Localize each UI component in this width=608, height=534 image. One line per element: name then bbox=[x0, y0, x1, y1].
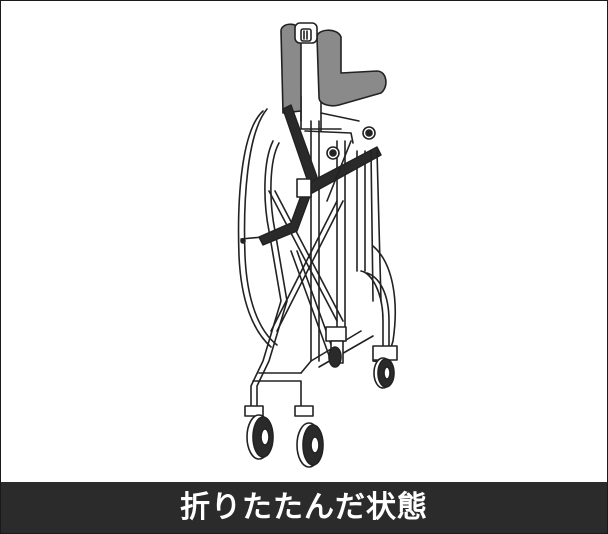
handle-grip-left bbox=[280, 23, 302, 114]
caster-front-left bbox=[244, 405, 274, 460]
caster-rear bbox=[372, 345, 398, 389]
figure-caption: 折りたたんだ状態 bbox=[180, 489, 428, 525]
caption-bar: 折りたたんだ状態 bbox=[1, 482, 607, 533]
folded-walker-illustration bbox=[1, 1, 607, 482]
caster-middle bbox=[328, 346, 342, 368]
caster-front-right bbox=[294, 405, 324, 468]
handle-grip-right bbox=[316, 29, 387, 107]
brake-cable-left bbox=[237, 110, 272, 348]
brake-cable-right bbox=[372, 245, 396, 363]
